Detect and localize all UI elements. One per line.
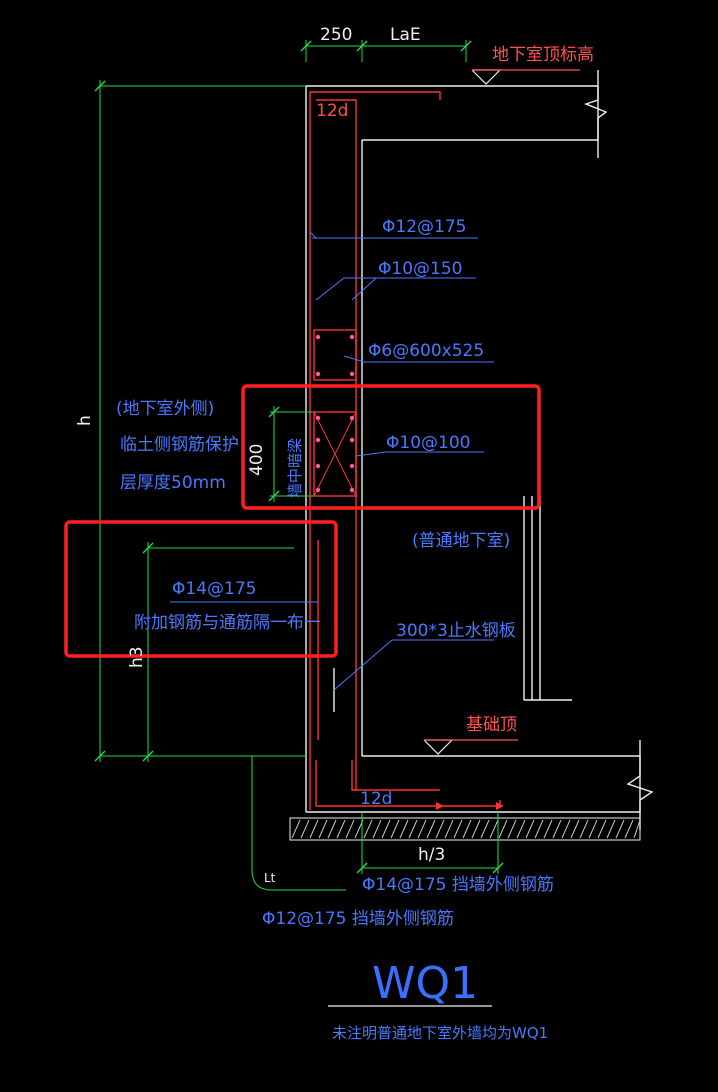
foundation-elevation-symbol — [423, 739, 518, 755]
dim-ticks — [94, 40, 504, 874]
hatch-line — [561, 819, 571, 839]
dim-400-label: 400 — [247, 444, 267, 476]
hatch-line — [444, 819, 454, 839]
rebar-dots — [315, 334, 355, 493]
rebar-vertical-label: Φ12@175 — [382, 217, 466, 237]
hatch-line — [543, 819, 553, 839]
hatch-line — [597, 819, 607, 839]
hatch-line — [300, 819, 310, 839]
leader-lines — [170, 231, 494, 691]
waterstop-label: 300*3止水钢板 — [396, 621, 516, 641]
bottom-outer-rebar-label: Φ14@175 挡墙外侧钢筋 — [362, 875, 554, 895]
roof-elevation-symbol — [471, 69, 580, 85]
dimension-lines — [99, 40, 499, 891]
cover-note-line2: 层厚度50mm — [120, 473, 226, 493]
hatch-line — [363, 819, 373, 839]
anchor-top-label: 12d — [316, 101, 348, 121]
hatch-line — [327, 819, 337, 839]
hatch-line — [381, 819, 391, 839]
dim-250-label: 250 — [320, 25, 352, 45]
hatch-line — [435, 819, 445, 839]
hatch-line — [552, 819, 562, 839]
room-type-note: (普通地下室) — [412, 531, 510, 551]
dim-lae-label: LaE — [390, 25, 421, 45]
dim-h3-label: h3 — [127, 646, 147, 668]
hatch-line — [345, 819, 355, 839]
hatch-line — [318, 819, 328, 839]
hatch-line — [453, 819, 463, 839]
concrete-outline — [305, 70, 654, 830]
added-rebar-label: Φ14@175 — [172, 579, 256, 599]
dim-lt-label: Lt — [264, 871, 276, 885]
roof-elevation-label: 地下室顶标高 — [492, 45, 594, 65]
hatch-line — [489, 819, 499, 839]
cover-note-line1: 临土侧钢筋保护 — [120, 435, 239, 455]
hatch-line — [516, 819, 526, 839]
wall-mid-beam-label: 墙中暗梁 — [286, 438, 304, 498]
highlight-box-added-rebar — [64, 520, 338, 658]
base-bar-arrows — [436, 802, 504, 810]
dim-h3-bottom-label: h/3 — [418, 845, 445, 865]
hatch-line — [399, 819, 409, 839]
rebar-tie-label: Φ6@600x525 — [368, 341, 484, 361]
hatch-line — [426, 819, 436, 839]
hatch-line — [615, 819, 625, 839]
hatch-line — [291, 819, 301, 839]
hatch-line — [417, 819, 427, 839]
hatch-line — [336, 819, 346, 839]
rebar-dense-label: Φ10@100 — [386, 433, 470, 453]
highlight-box-hidden-beam — [241, 384, 541, 510]
added-rebar-note: 附加钢筋与通筋隔一布一 — [134, 613, 321, 633]
hatch-line — [372, 819, 382, 839]
section-subtitle: 未注明普通地下室外墙均为WQ1 — [332, 1024, 548, 1042]
bottom-outer-rebar-label-2: Φ12@175 挡墙外侧钢筋 — [262, 909, 454, 929]
hatch-line — [588, 819, 598, 839]
section-title: WQ1 — [372, 958, 478, 1009]
hatch-line — [480, 819, 490, 839]
hatch-line — [570, 819, 580, 839]
hatch-line — [633, 819, 641, 839]
hatch-line — [525, 819, 535, 839]
dim-h-label: h — [75, 415, 95, 426]
hatch-line — [309, 819, 319, 839]
rebar — [309, 91, 501, 810]
hatch-line — [471, 819, 481, 839]
blinding-layer — [289, 817, 641, 841]
hatch-line — [579, 819, 589, 839]
hatch-line — [624, 819, 634, 839]
hatch-line — [507, 819, 517, 839]
hatch-line — [534, 819, 544, 839]
hatch-line — [462, 819, 472, 839]
hatch-line — [408, 819, 418, 839]
hatch-line — [390, 819, 400, 839]
foundation-elevation-label: 基础顶 — [466, 715, 517, 735]
rebar-horizontal-label: Φ10@150 — [378, 259, 462, 279]
hatch-line — [606, 819, 616, 839]
hatch-line — [498, 819, 508, 839]
outer-side-note: (地下室外侧) — [116, 399, 214, 419]
anchor-bottom-label: 12d — [360, 789, 392, 809]
